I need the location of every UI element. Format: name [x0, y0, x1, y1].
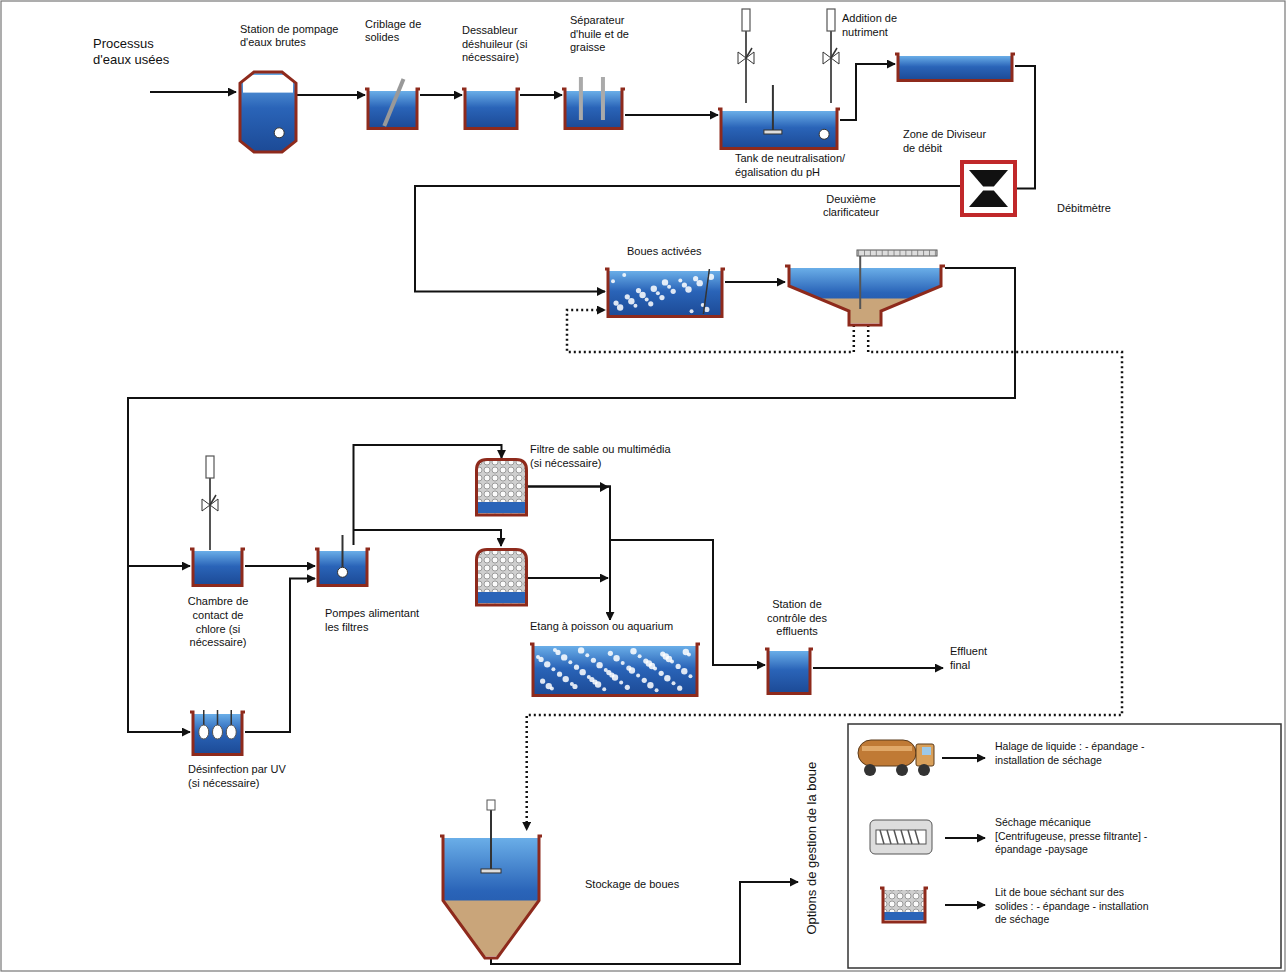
flow-meter: Débitmètre [962, 162, 1015, 215]
oil-separator: Séparateur d'huile et de graisse [562, 85, 625, 130]
tank-icon [475, 458, 528, 515]
node-label: Pompes alimentant les filtres [325, 607, 427, 635]
pipe-connector [520, 94, 562, 96]
tank-icon [240, 72, 296, 152]
fish-pond: Etang à poisson ou aquarium [530, 620, 700, 697]
node-label: Dessableur déshuileur (si nécessaire) [462, 24, 544, 65]
tank-icon [190, 545, 245, 587]
legend-arrow [942, 758, 985, 905]
tank-icon [718, 105, 840, 150]
axis-label: Options de gestion de la boue [804, 728, 820, 968]
node-label: Station de contrôle des effluents [765, 598, 829, 639]
tank-icon [605, 265, 725, 318]
grit-chamber: Dessableur déshuileur (si nécessaire) [462, 85, 520, 130]
legend-text: Halage de liquide : - épandage - install… [995, 740, 1155, 767]
legend-text: Séchage mécanique [Centrifugeuse, presse… [995, 816, 1155, 857]
tank-icon [785, 262, 945, 325]
tank-icon [190, 708, 245, 756]
tank-icon [440, 830, 542, 958]
node-label: Deuxième clarificateur [815, 193, 887, 221]
effluent-monitoring-station: Station de contrôle des effluents [765, 645, 813, 695]
flow-splitter: Zone de Diviseur de débit [895, 50, 1015, 82]
aeration-tank: Boues activées [605, 265, 725, 318]
tank-icon [462, 85, 520, 130]
node-label: Désinfection par UV (si nécessaire) [188, 763, 298, 791]
node-label: Filtre de sable ou multimédia (si nécess… [530, 443, 672, 471]
equalization-tank: Addition de nutrimentTank de neutralisat… [718, 105, 840, 150]
pipe-connector [840, 64, 895, 120]
legend-text: Lit de boue séchant sur des solides : - … [995, 886, 1155, 927]
node-label: Boues activées [627, 245, 702, 259]
valve [738, 9, 754, 103]
node-label: Chambre de contact de chlore (si nécessa… [186, 595, 250, 650]
output-label: Effluent final [950, 645, 1005, 673]
truck-icon [858, 740, 934, 776]
pipe-connector [625, 114, 718, 116]
pipe-connector [245, 565, 315, 567]
node-label: Addition de nutriment [842, 12, 906, 40]
tank-icon [365, 85, 420, 130]
pipe-connector [528, 487, 765, 666]
filter-vessel [477, 550, 527, 606]
uv-disinfection: Désinfection par UV (si nécessaire) [190, 708, 245, 756]
node-label: Débitmètre [1057, 202, 1111, 216]
node-label: Zone de Diviseur de débit [903, 128, 999, 156]
sludge-storage: Stockage de boues [440, 830, 542, 958]
node-label: Tank de neutralisation/ égalisation du p… [735, 152, 875, 180]
filter-feed-pumps: Pompes alimentant les filtres [315, 545, 370, 587]
pipe-connector [296, 94, 365, 96]
valve [823, 9, 839, 103]
sand-filter: Filtre de sable ou multimédia (si nécess… [475, 458, 528, 515]
node-label: Etang à poisson ou aquarium [530, 620, 673, 634]
valve [202, 456, 218, 550]
node-label: Séparateur d'huile et de graisse [570, 14, 642, 55]
pipe-connector [128, 268, 1015, 732]
pipe-connector [528, 487, 610, 621]
tank-icon [765, 645, 813, 695]
pipe-connector [725, 281, 785, 283]
tank-icon [895, 50, 1015, 82]
pipe [150, 92, 943, 964]
screening-tank: Criblage de solides [365, 85, 420, 130]
secondary-clarifier: Deuxième clarificateur [785, 262, 945, 325]
tank-icon [962, 162, 1015, 215]
pipe-connector [420, 94, 462, 96]
input-label: Processus d'eaux usées [93, 36, 175, 69]
tank-icon [562, 85, 625, 130]
tank-icon [315, 545, 370, 587]
pump-station: Station de pompage d'eaux brutes [240, 72, 296, 152]
legend-box [848, 724, 1281, 968]
node-label: Criblage de solides [365, 18, 431, 46]
centrifuge-icon [870, 820, 932, 854]
pipe-connector [1015, 66, 1035, 189]
node-label: Stockage de boues [585, 878, 679, 892]
drying-bed-icon [880, 888, 928, 922]
chlorine-contact-chamber: Chambre de contact de chlore (si nécessa… [190, 545, 245, 587]
node-label: Station de pompage d'eaux brutes [240, 23, 350, 51]
pipe-connector [245, 579, 315, 732]
